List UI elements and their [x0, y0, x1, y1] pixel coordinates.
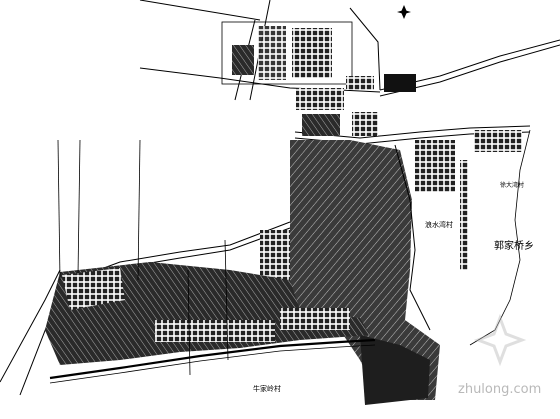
river-south [49, 338, 376, 380]
township-boundary [469, 129, 531, 346]
village-label-south: 牛家岭村 [253, 385, 281, 393]
east-village [415, 130, 522, 270]
river-east [394, 144, 431, 331]
north-town-block [221, 21, 416, 136]
zhulong-logo-icon [473, 313, 527, 367]
watermark-text: zhulong.com [458, 382, 542, 397]
west-roads [57, 139, 229, 376]
north-arrow-icon [397, 5, 411, 19]
township-label: 郭家桥乡 [494, 241, 534, 252]
village-label-east: 浪水湾村 [425, 221, 453, 229]
central-district [260, 140, 440, 405]
southwest-district [45, 262, 370, 365]
village-label-ne: 徐大湾村 [500, 182, 525, 189]
